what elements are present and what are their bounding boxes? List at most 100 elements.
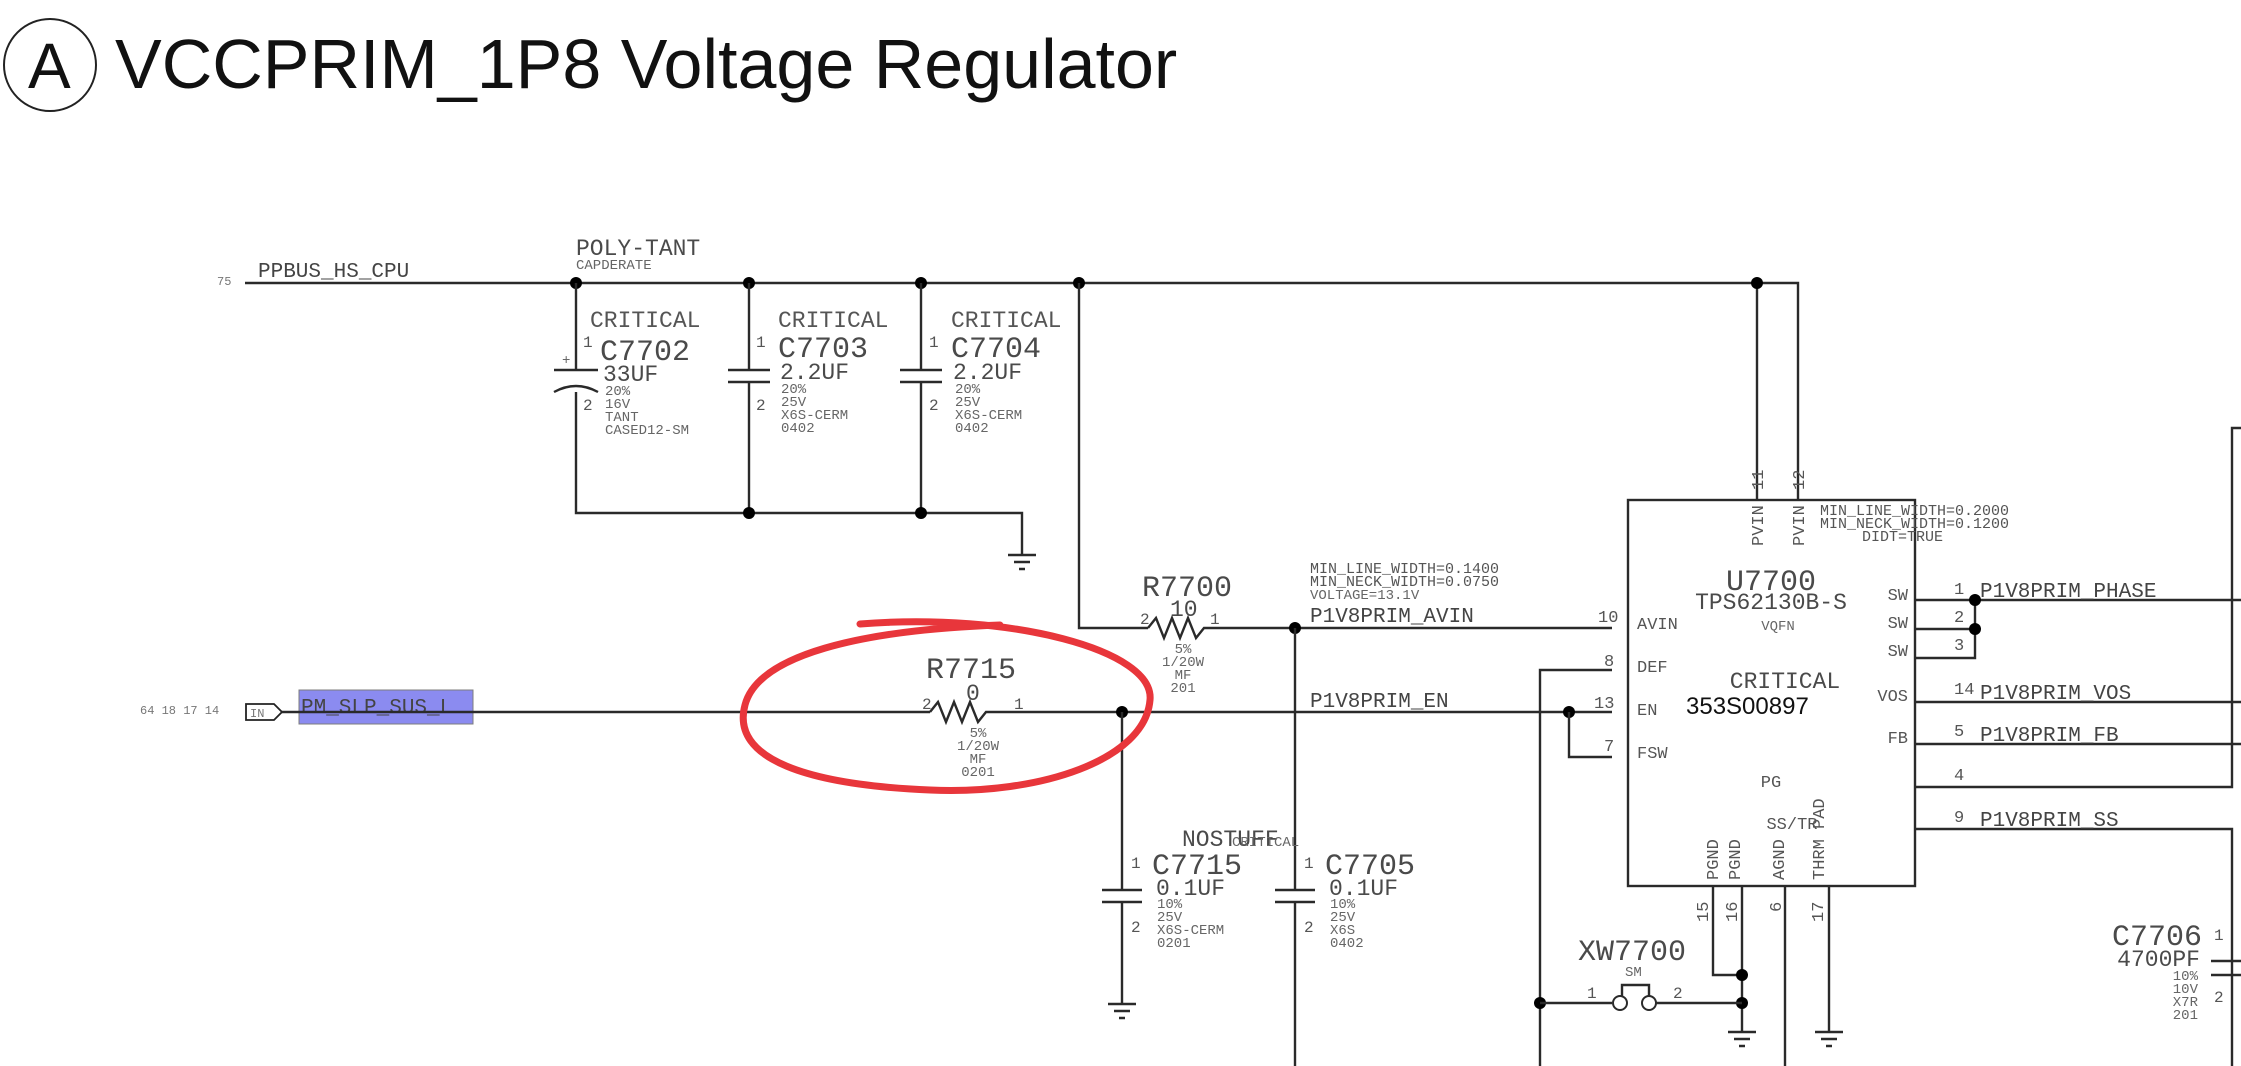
- ppbus-page-ref: 75: [217, 275, 231, 289]
- ic-pin-name: SW: [1888, 615, 1909, 634]
- ss-wire: [1915, 827, 2234, 1066]
- c7706-pin2: 2: [2214, 989, 2224, 1007]
- c7706-spec: 10%: [2173, 969, 2199, 985]
- c7715-value: 0.1UF: [1156, 876, 1225, 902]
- ic-pin-name: PGND: [1727, 839, 1746, 880]
- c7704-spec: 25V: [955, 395, 981, 411]
- avin-net-label[interactable]: P1V8PRIM_AVIN: [1310, 606, 1474, 629]
- ic-pin-name: SW: [1888, 587, 1909, 606]
- net-p1v8prim-en[interactable]: P1V8PRIM_EN: [1116, 668, 1612, 1066]
- page-title: VCCPRIM_1P8 Voltage Regulator: [115, 25, 1177, 103]
- r7700-value: 10: [1170, 597, 1198, 623]
- pvin-constraint: MIN_LINE_WIDTH=0.2000: [1820, 503, 2009, 520]
- capacitor-icon: [728, 368, 770, 384]
- net-tie-bridge: [1620, 983, 1651, 996]
- c7706-spec: 201: [2173, 1008, 2198, 1024]
- c7704-spec: 20%: [955, 382, 981, 398]
- junction-dot: [915, 507, 927, 519]
- c7702-tag: CRITICAL: [590, 308, 700, 334]
- component-xw7700[interactable]: XW7700 SM 1 2: [1540, 936, 1742, 1011]
- input-port-icon: [245, 703, 284, 721]
- c7703-value: 2.2UF: [780, 360, 849, 386]
- ic-pin-name: FSW: [1637, 745, 1668, 764]
- r7715-ref: R7715: [926, 654, 1016, 688]
- net-p1v8prim-vos[interactable]: P1V8PRIM_VOS: [1915, 683, 2241, 706]
- junction-dot: [1969, 594, 1981, 606]
- resistor-icon: [1147, 614, 1230, 642]
- component-r7715[interactable]: R7715 0 2 1 5% 1/20W MF 0201: [922, 654, 1122, 781]
- c7703-spec: 0402: [781, 421, 815, 437]
- ic-pin-name: VOS: [1877, 688, 1908, 707]
- c7705-spec: X6S: [1330, 923, 1355, 939]
- ic-pin-name: SW: [1888, 643, 1909, 662]
- r7715-value: 0: [966, 681, 980, 707]
- net-pm-slp-sus-l[interactable]: 64 18 17 14 IN PM_SLP_SUS_L: [140, 689, 930, 725]
- c7702-pin2: 2: [583, 397, 593, 415]
- r7715-pin1: 1: [1014, 696, 1024, 714]
- r7715-spec: 0201: [961, 765, 995, 781]
- component-r7700[interactable]: R7700 10 2 1 5% 1/20W MF 201: [1077, 283, 1232, 697]
- title-circle-marker: [3, 18, 97, 112]
- ic-pin-number: 6: [1768, 902, 1787, 912]
- u7700-part: TPS62130B-S: [1695, 590, 1847, 616]
- avin-constraint: MIN_LINE_WIDTH=0.1400: [1310, 561, 1499, 578]
- net-p1v8prim-ss[interactable]: P1V8PRIM_SS: [1915, 810, 2234, 1066]
- ss-net-label[interactable]: P1V8PRIM_SS: [1980, 810, 2119, 833]
- c7715-spec: 10%: [1157, 897, 1183, 913]
- component-c7705[interactable]: CRITICAL 1 C7705 0.1UF 2 10% 25V X6S 040…: [1232, 628, 1415, 1066]
- c7704-tag: CRITICAL: [951, 308, 1061, 334]
- xw7700-ref: XW7700: [1578, 936, 1686, 970]
- c7702-spec: 20%: [605, 384, 631, 400]
- ic-pin-number: 10: [1598, 609, 1618, 628]
- c7702-polarity: +: [562, 353, 570, 369]
- ppbus-net-label[interactable]: PPBUS_HS_CPU: [258, 261, 409, 284]
- c7706-ref: C7706: [2112, 921, 2202, 955]
- ic-pin-name: DEF: [1637, 659, 1668, 678]
- net-p1v8prim-fb[interactable]: P1V8PRIM_FB: [1915, 725, 2241, 748]
- c7703-ref: C7703: [778, 333, 868, 367]
- phase-net-label[interactable]: P1V8PRIM_PHASE: [1980, 581, 2156, 604]
- capacitor-icon: [2211, 959, 2241, 977]
- fb-net-label[interactable]: P1V8PRIM_FB: [1980, 725, 2119, 748]
- title-circle-letter: A: [28, 30, 71, 102]
- c7703-spec: X6S-CERM: [781, 408, 848, 424]
- net-p1v8prim-phase[interactable]: P1V8PRIM_PHASE: [1915, 581, 2241, 660]
- component-c7706[interactable]: C7706 4700PF 1 2 10% 10V X7R 201: [2112, 921, 2241, 1024]
- vos-net-label[interactable]: P1V8PRIM_VOS: [1980, 683, 2131, 706]
- highlight-circle-annotation: [739, 618, 1154, 794]
- u7700-part-number: 353S00897: [1686, 693, 1809, 720]
- ic-pin-number: 13: [1594, 695, 1614, 714]
- cap-bank-wires: [574, 283, 1024, 555]
- avin-constraint: VOLTAGE=13.1V: [1310, 588, 1420, 604]
- net-ppbus-hs-cpu[interactable]: 75 PPBUS_HS_CPU: [217, 261, 1800, 502]
- component-c7715[interactable]: NOSTUFF 1 C7715 0.1UF 2 10% 25V X6S-CERM…: [1102, 712, 1279, 1020]
- u7700-tag: CRITICAL: [1730, 669, 1840, 695]
- component-u7700[interactable]: U7700 TPS62130B-S VQFN CRITICAL 353S0089…: [1594, 470, 1974, 922]
- c7704-ref: C7704: [951, 333, 1041, 367]
- ic-pin-number: 15: [1695, 902, 1714, 922]
- c7706-spec: X7R: [2173, 995, 2199, 1011]
- ground-icon: [1815, 1030, 1843, 1048]
- en-net-label[interactable]: P1V8PRIM_EN: [1310, 691, 1449, 714]
- net-tie-icon: [1612, 995, 1628, 1011]
- ic-pin-name: FB: [1888, 730, 1908, 749]
- net-tie-icon: [1641, 995, 1657, 1011]
- r7715-pin2: 2: [922, 696, 932, 714]
- c7702-ref: C7702: [600, 336, 690, 370]
- c7702-spec: CASED12-SM: [605, 423, 689, 439]
- ground-icon: [1108, 1002, 1136, 1020]
- component-c7702[interactable]: + CRITICAL 1 C7702 33UF 2 20% 16V TANT C…: [553, 308, 700, 439]
- net-p1v8prim-avin[interactable]: MIN_LINE_WIDTH=0.1400 MIN_NECK_WIDTH=0.0…: [1230, 561, 1612, 634]
- component-c7704[interactable]: CRITICAL 1 C7704 2.2UF 2 20% 25V X6S-CER…: [900, 308, 1061, 437]
- ic-pin-number: 12: [1791, 470, 1810, 490]
- component-c7703[interactable]: CRITICAL 1 C7703 2.2UF 2 20% 25V X6S-CER…: [728, 308, 888, 437]
- u7700-package: VQFN: [1761, 619, 1795, 635]
- junction-dot: [1969, 623, 1981, 635]
- c7715-pin2: 2: [1131, 919, 1141, 937]
- junction-dot: [1751, 277, 1763, 289]
- ic-pin-number: 8: [1604, 653, 1614, 672]
- pm-slp-net-label[interactable]: PM_SLP_SUS_L: [301, 697, 452, 720]
- ic-pin-number: 1: [1954, 581, 1964, 600]
- c7703-pin2: 2: [756, 397, 766, 415]
